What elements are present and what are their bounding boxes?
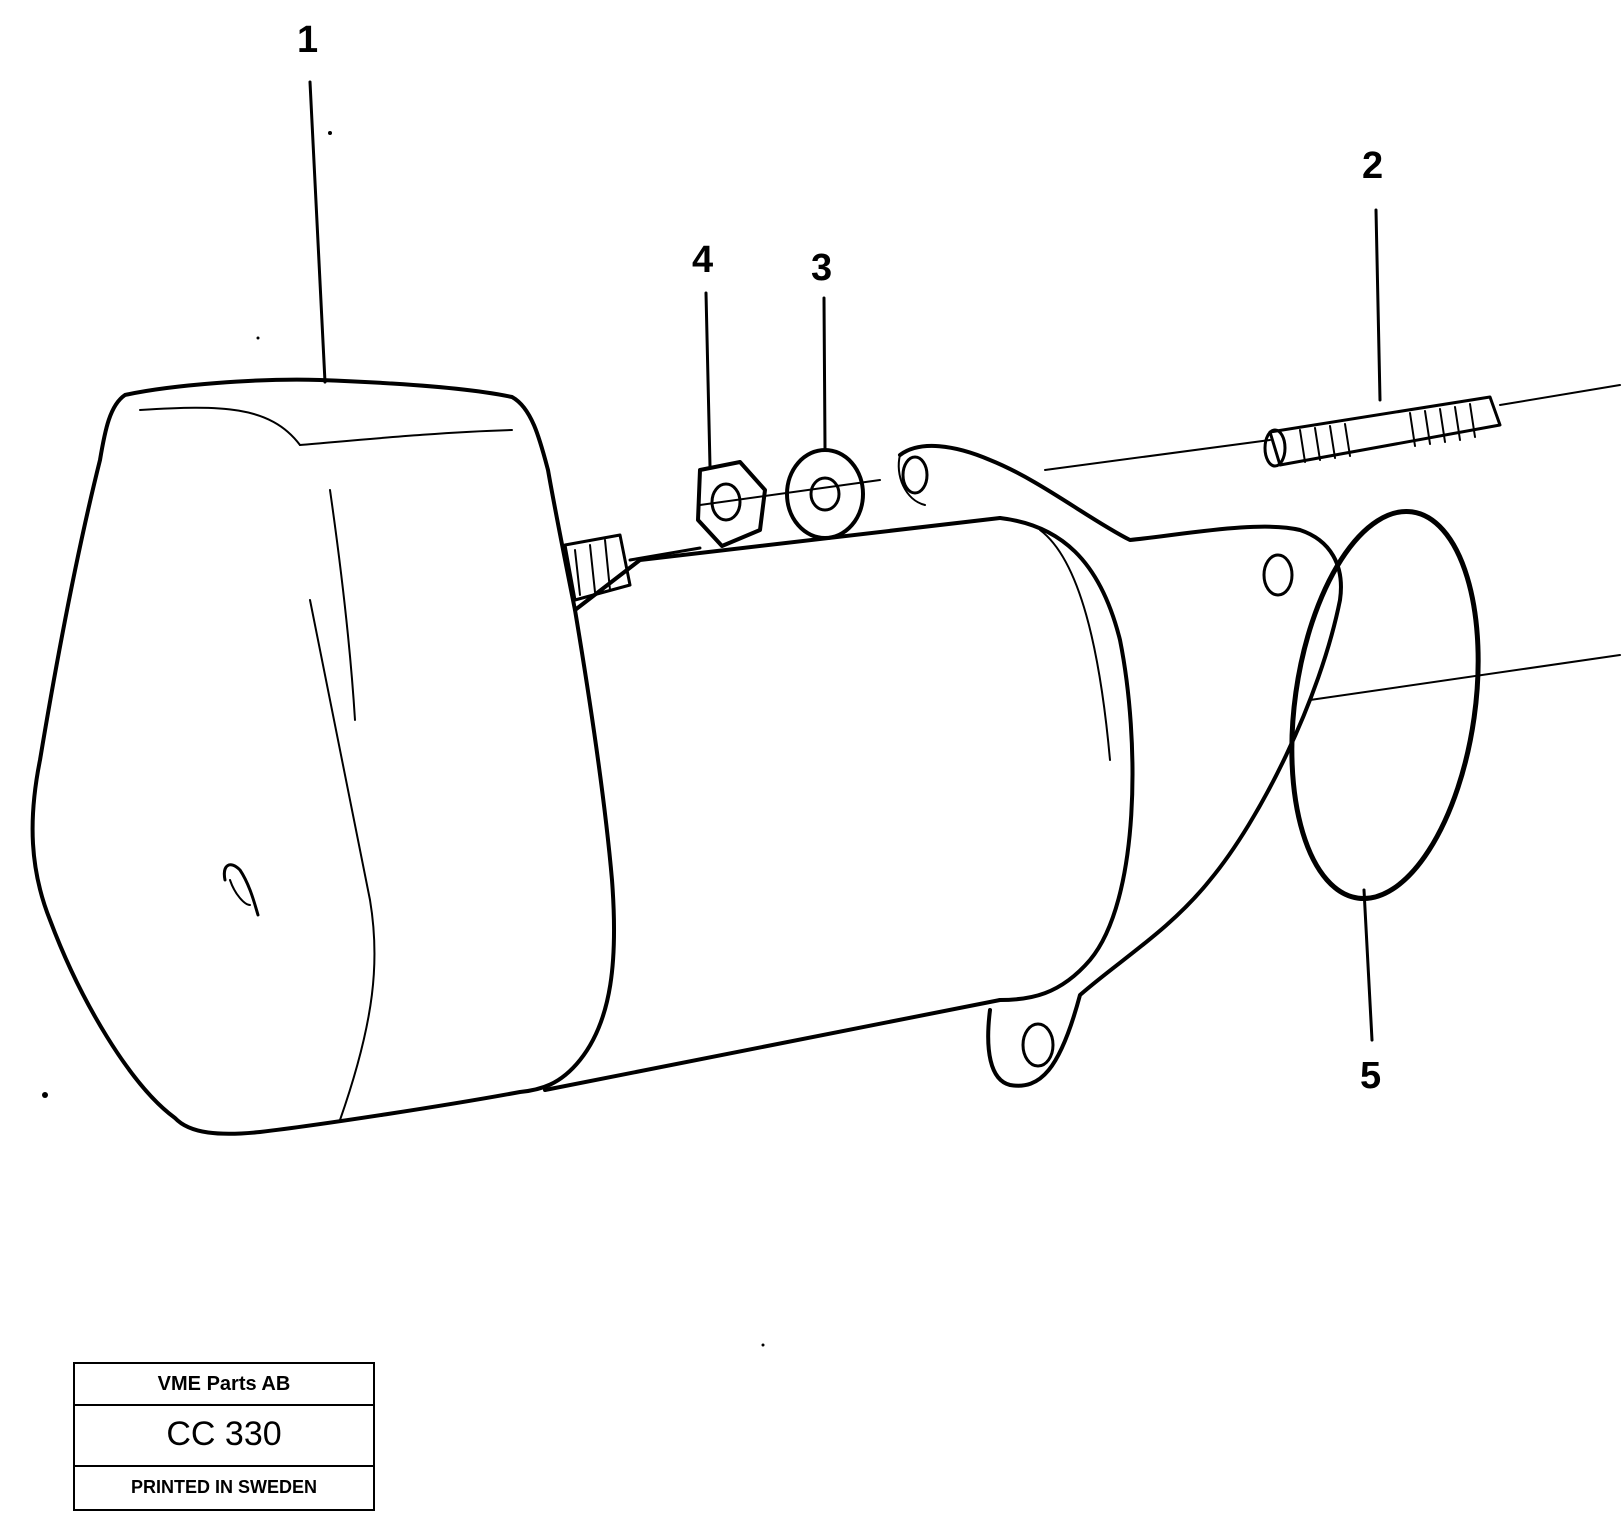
leader-lines (308, 80, 1382, 1042)
callout-5: 5 (1360, 1055, 1381, 1097)
printed-in-label: PRINTED IN SWEDEN (130, 1476, 317, 1497)
callout-4: 4 (692, 239, 713, 281)
callout-1: 1 (297, 19, 318, 61)
company-name: VME Parts AB (75, 1364, 373, 1406)
nut-part (696, 460, 767, 548)
drawing-code: CC 330 (75, 1404, 373, 1467)
assembly-axis-lines (699, 384, 1621, 701)
stud-part (1263, 395, 1502, 468)
title-block: VME Parts AB CC 330 PRINTED IN SWEDEN (73, 1362, 375, 1511)
print-specks (42, 131, 765, 1347)
callout-3: 3 (811, 247, 832, 289)
washer-part (785, 448, 865, 540)
starter-motor (30, 377, 1343, 1136)
o-ring-part (1289, 508, 1481, 902)
callout-2: 2 (1362, 145, 1383, 187)
